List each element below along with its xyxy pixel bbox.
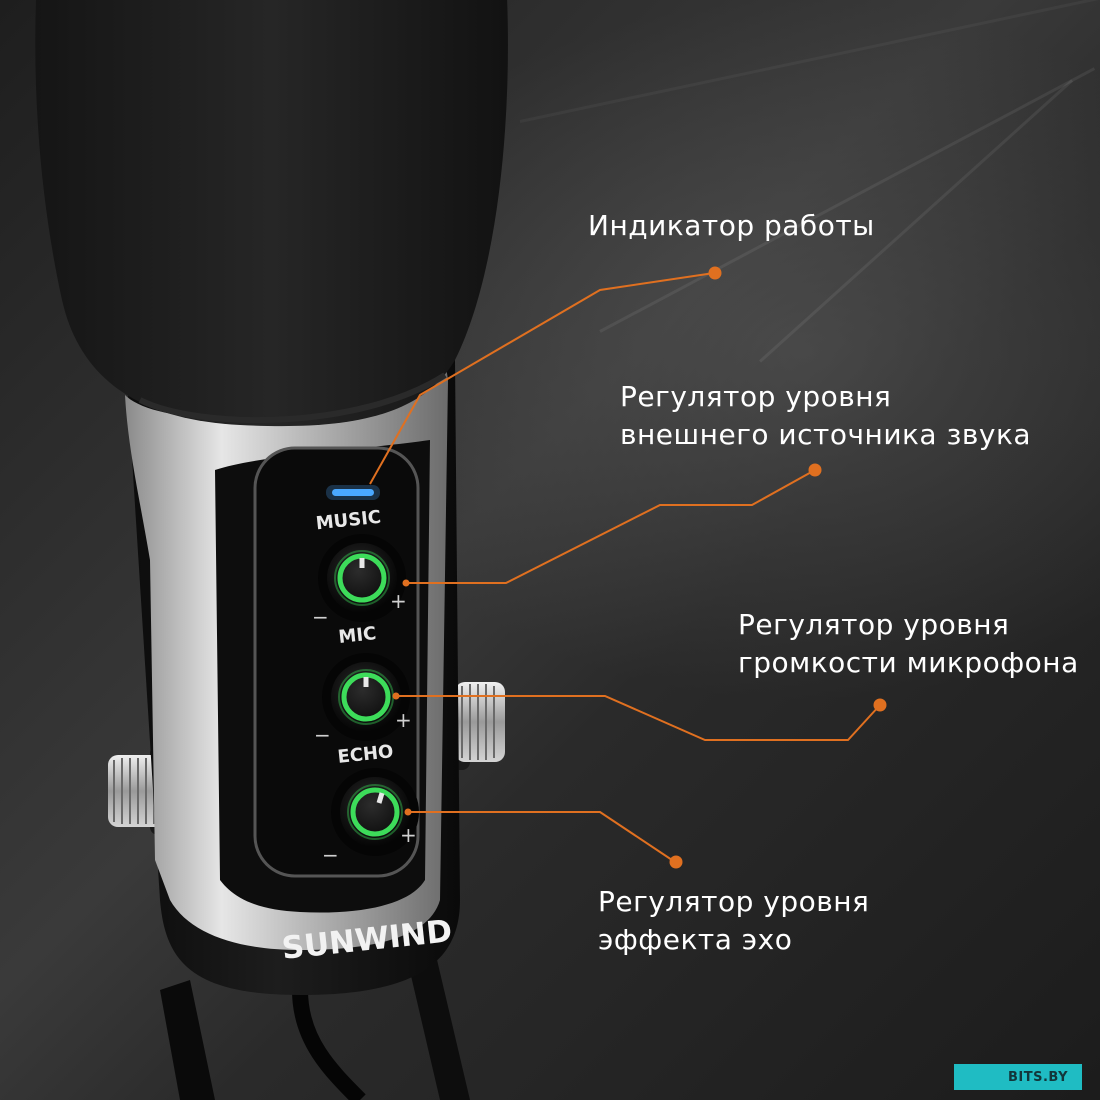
callout-dot-music (808, 463, 822, 477)
echo-knob[interactable] (331, 768, 419, 856)
callout-music-level: Регулятор уровня внешнего источника звук… (620, 378, 1031, 454)
power-indicator-led (332, 489, 374, 496)
mic-minus: − (314, 723, 331, 747)
callout-mic-line1: Регулятор уровня (738, 608, 1010, 641)
echo-minus: − (322, 843, 339, 867)
callout-line-indicator (369, 272, 715, 485)
callout-music-line1: Регулятор уровня (620, 380, 892, 413)
music-knob[interactable] (318, 534, 406, 622)
callout-line-echo (408, 811, 676, 863)
callout-line-mic (396, 695, 881, 741)
mic-plus: + (395, 708, 412, 732)
mic-label: MIC (338, 623, 378, 648)
callout-lines (369, 272, 881, 863)
callout-dot-indicator (708, 266, 722, 280)
callout-line-music (406, 469, 816, 584)
callout-dots (392, 266, 887, 869)
callout-dot-mic (873, 698, 887, 712)
callout-music-line2: внешнего источника звука (620, 418, 1032, 451)
callout-dot-echo (669, 855, 683, 869)
callout-mic-level: Регулятор уровня громкости микрофона (738, 606, 1079, 682)
callout-echo-line2: эффекта эхо (598, 923, 793, 956)
callout-indicator-line1: Индикатор работы (588, 209, 875, 242)
music-minus: − (312, 605, 329, 629)
echo-plus: + (400, 823, 417, 847)
microphone-body (125, 360, 460, 995)
callout-echo-level: Регулятор уровня эффекта эхо (598, 883, 869, 959)
foam-windscreen (35, 0, 508, 427)
music-plus: + (390, 589, 407, 613)
callout-echo-line1: Регулятор уровня (598, 885, 870, 918)
callout-mic-line2: громкости микрофона (738, 646, 1079, 679)
callout-indicator: Индикатор работы (588, 207, 875, 245)
watermark: BITS.BY (954, 1064, 1082, 1090)
stand (160, 930, 470, 1100)
mic-knob[interactable] (322, 653, 410, 741)
